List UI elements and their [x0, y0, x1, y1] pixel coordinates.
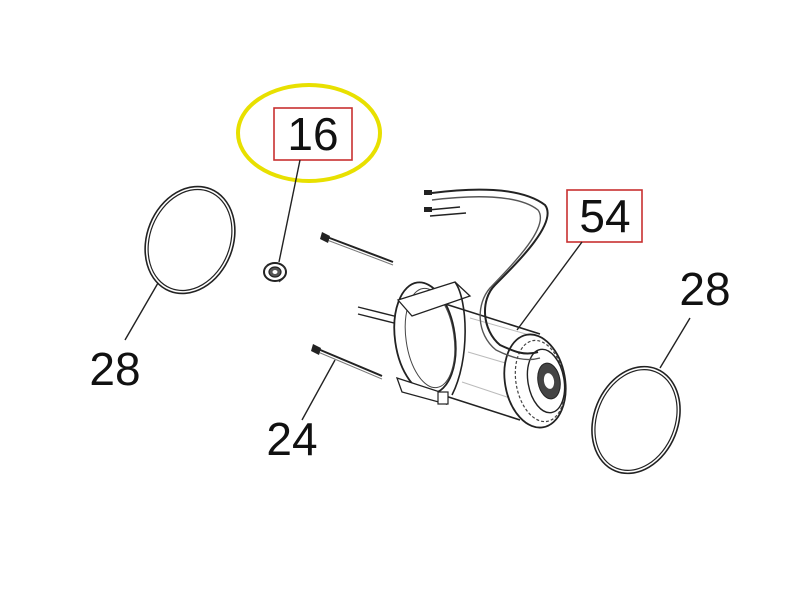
leader-24	[301, 359, 336, 421]
leader-54	[516, 241, 583, 331]
callout-16-label: 16	[287, 108, 338, 160]
callout-24[interactable]: 24	[266, 413, 317, 465]
leader-16	[278, 159, 301, 263]
callout-54[interactable]: 54	[566, 189, 643, 243]
part-16-nut	[263, 262, 287, 283]
part-28-oring-left	[144, 185, 236, 295]
callout-28-left[interactable]: 28	[89, 343, 140, 395]
part-24-screw-upper	[320, 232, 394, 266]
part-28-oring-right	[591, 365, 681, 475]
callout-54-label: 54	[579, 190, 630, 242]
callout-28-right[interactable]: 28	[679, 263, 730, 315]
part-24-screw-lower	[311, 344, 383, 380]
callout-16[interactable]: 16	[273, 107, 353, 161]
part-54-motor-assembly	[357, 188, 567, 429]
leader-28-left	[124, 282, 159, 341]
callout-54-box	[566, 189, 643, 243]
highlight-ellipse	[236, 83, 382, 183]
callout-16-box	[273, 107, 353, 161]
leader-28-right	[659, 317, 691, 369]
